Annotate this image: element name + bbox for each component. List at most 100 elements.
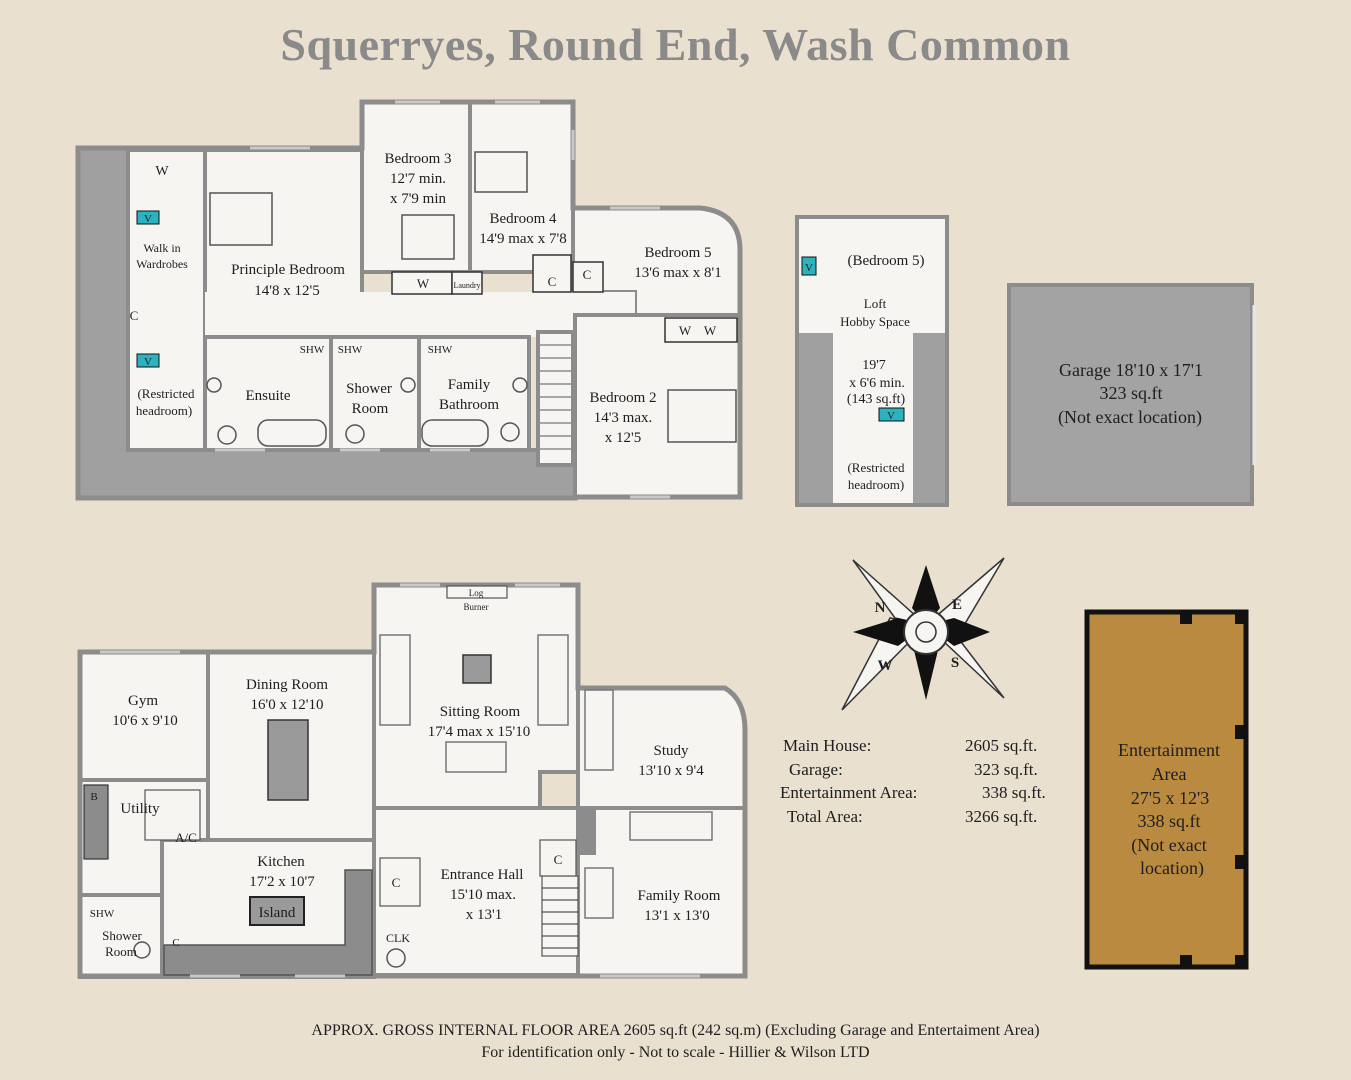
room-size: x 13'1 xyxy=(466,907,502,923)
garage-label: Garage 18'10 x 17'1 xyxy=(1059,360,1203,380)
wardrobe-label: W xyxy=(155,164,169,179)
cupboard-label: C xyxy=(554,852,563,867)
sofa-icon xyxy=(584,689,614,771)
room-name: Family xyxy=(448,377,491,393)
compass-icon: N E S W xyxy=(841,557,1005,711)
bath-icon xyxy=(257,419,327,447)
vent-icon xyxy=(878,407,905,422)
vent-label: V xyxy=(805,262,813,274)
dining-table-icon xyxy=(267,719,309,801)
area-value: 2605 sq.ft. xyxy=(965,736,1038,755)
boiler-icon xyxy=(83,784,109,860)
cupboard-bedroom-5 xyxy=(572,261,604,293)
room-size: 13'6 max x 8'1 xyxy=(634,265,721,281)
entertainment-size: 27'5 x 12'3 xyxy=(1131,788,1210,808)
cupboard-label: C xyxy=(548,274,557,289)
walk-in-label: Wardrobes xyxy=(136,257,188,271)
area-label: Entertainment Area: xyxy=(780,783,918,802)
garage-area: 323 sq.ft xyxy=(1100,383,1163,403)
toilet-icon xyxy=(345,424,365,444)
cupboard-label: C xyxy=(172,937,179,949)
sofa-icon xyxy=(629,811,713,841)
entertainment-note: (Not exact xyxy=(1131,835,1206,856)
chair-icon xyxy=(584,867,614,919)
room-name: Bedroom 2 xyxy=(589,390,656,406)
toilet-icon xyxy=(217,425,237,445)
room-name: Room xyxy=(105,944,137,959)
room-size: 14'3 max. xyxy=(594,410,653,426)
room-name: Gym xyxy=(128,693,158,709)
area-value: 338 sq.ft. xyxy=(982,783,1046,802)
area-label: Main House: xyxy=(783,736,872,755)
room-size: 13'1 x 13'0 xyxy=(644,908,709,924)
cupboard-label: C xyxy=(583,267,592,282)
room-name: Ensuite xyxy=(246,388,291,404)
loft-plan: (Bedroom 5) V Loft Hobby Space 19'7 x 6'… xyxy=(795,215,949,507)
vent-icon xyxy=(136,353,160,368)
entertainment-area: 338 sq.ft xyxy=(1138,811,1201,831)
room-name: Loft xyxy=(864,296,887,311)
room-name: Bathroom xyxy=(439,397,499,413)
bath-icon xyxy=(421,419,489,447)
area-label: Garage: xyxy=(789,759,843,779)
shower-label: SHW xyxy=(300,344,325,356)
room-name: Entrance Hall xyxy=(441,867,524,883)
wardrobe-label: W xyxy=(704,323,717,338)
room-size: 10'6 x 9'10 xyxy=(112,713,177,729)
loft-bedroom-label: (Bedroom 5) xyxy=(847,253,924,269)
room-size: (143 sq.ft) xyxy=(847,392,906,407)
room-name: Bedroom 3 xyxy=(384,151,451,167)
island-label: Island xyxy=(259,905,296,921)
shower-label: SHW xyxy=(90,908,115,920)
cupboard-label: C xyxy=(392,875,401,890)
vent-label: V xyxy=(887,410,895,422)
room-name: Dining Room xyxy=(246,677,328,693)
floor-area-note: APPROX. GROSS INTERNAL FLOOR AREA 2605 s… xyxy=(311,1022,1040,1039)
room-name: Kitchen xyxy=(257,854,305,870)
room-size: x 6'6 min. xyxy=(849,376,905,391)
stairs-upper xyxy=(536,330,575,467)
compass-north: N xyxy=(875,600,886,616)
compass-west: W xyxy=(878,658,893,674)
room-name: Family Room xyxy=(638,888,721,904)
room-size: 19'7 xyxy=(862,358,886,373)
coffee-table-icon xyxy=(462,654,492,684)
restricted-label: (Restricted xyxy=(847,460,905,475)
room-size: 17'4 max x 15'10 xyxy=(428,724,530,740)
garage-plan: Garage 18'10 x 17'1 323 sq.ft (Not exact… xyxy=(1007,283,1256,506)
wardrobe-label: W xyxy=(417,276,430,291)
room-name: Hobby Space xyxy=(840,314,910,329)
bed-icon xyxy=(474,151,528,193)
landing xyxy=(205,292,635,337)
bed-icon xyxy=(209,192,273,246)
sofa-icon xyxy=(445,741,507,773)
restricted-label: (Restricted xyxy=(137,386,195,401)
laundry-label: Laundry xyxy=(453,281,480,290)
room-name: Utility xyxy=(120,801,160,817)
room-size: x 12'5 xyxy=(605,430,641,446)
bed-icon xyxy=(667,389,737,443)
entertainment-area-plan: Entertainment Area 27'5 x 12'3 338 sq.ft… xyxy=(1084,609,1249,970)
page-title: Squerryes, Round End, Wash Common xyxy=(280,19,1071,70)
room-size: 14'8 x 12'5 xyxy=(254,283,319,299)
footer: APPROX. GROSS INTERNAL FLOOR AREA 2605 s… xyxy=(0,1020,1351,1064)
room-size: x 7'9 min xyxy=(390,191,447,207)
basin-icon xyxy=(512,377,528,393)
entertainment-note: location) xyxy=(1140,858,1204,879)
ac-label: A/C xyxy=(175,830,197,845)
room-name: Sitting Room xyxy=(440,704,521,720)
entertainment-label: Area xyxy=(1152,764,1187,784)
log-burner-label: Burner xyxy=(464,602,489,612)
room-name: Shower xyxy=(346,381,392,397)
room-name: Bedroom 5 xyxy=(644,245,711,261)
sofa-icon xyxy=(537,634,569,726)
boiler-label: B xyxy=(90,791,97,803)
vent-label: V xyxy=(144,356,152,368)
room-name: Room xyxy=(352,401,389,417)
vent-label: V xyxy=(144,213,152,225)
room-size: 14'9 max x 7'8 xyxy=(479,231,566,247)
log-burner-icon xyxy=(446,585,508,599)
bed-icon xyxy=(401,214,455,260)
basin-icon xyxy=(400,377,416,393)
